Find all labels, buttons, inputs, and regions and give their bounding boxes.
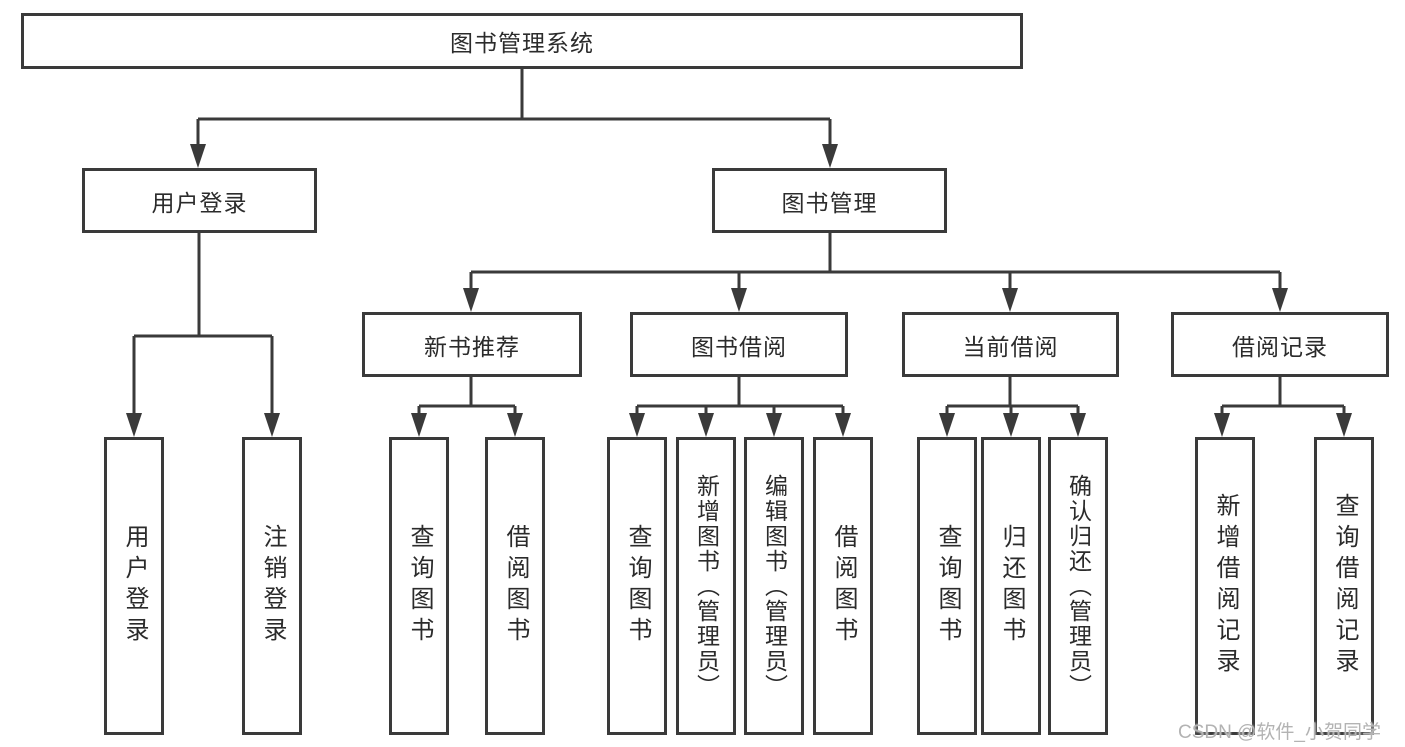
leaf-return-books-label: 归还图书 — [998, 524, 1025, 648]
node-book-borrow: 图书借阅 — [630, 312, 848, 377]
root-node-label: 图书管理系统 — [450, 30, 594, 56]
node-current-borrow: 当前借阅 — [902, 312, 1119, 377]
leaf-user-login: 用户登录 — [104, 437, 164, 735]
leaf-add-books-admin-label: 新增图书（管理员） — [693, 473, 720, 699]
leaf-borrow-books: 借阅图书 — [813, 437, 873, 735]
leaf-confirm-return-admin-label: 确认归还（管理员） — [1065, 473, 1092, 699]
leaf-query-books-recommend-label: 查询图书 — [406, 524, 433, 648]
node-new-book-recommend-label: 新书推荐 — [424, 333, 520, 360]
leaf-add-books-admin: 新增图书（管理员） — [676, 437, 736, 735]
leaf-query-books-borrow: 查询图书 — [607, 437, 667, 735]
leaf-confirm-return-admin: 确认归还（管理员） — [1048, 437, 1108, 735]
node-user-login: 用户登录 — [82, 168, 317, 233]
leaf-query-books-current: 查询图书 — [917, 437, 977, 735]
leaf-logout: 注销登录 — [242, 437, 302, 735]
node-book-management: 图书管理 — [712, 168, 947, 233]
root-node: 图书管理系统 — [21, 13, 1023, 69]
leaf-borrow-books-recommend: 借阅图书 — [485, 437, 545, 735]
leaf-query-books-recommend: 查询图书 — [389, 437, 449, 735]
leaf-borrow-books-label: 借阅图书 — [830, 524, 857, 648]
node-book-borrow-label: 图书借阅 — [691, 333, 787, 360]
node-borrow-records: 借阅记录 — [1171, 312, 1389, 377]
leaf-return-books: 归还图书 — [981, 437, 1041, 735]
node-book-management-label: 图书管理 — [781, 189, 878, 216]
node-user-login-label: 用户登录 — [151, 189, 248, 216]
csdn-watermark: CSDN @软件_小贺同学 — [1178, 722, 1381, 743]
leaf-edit-books-admin-label: 编辑图书（管理员） — [761, 473, 788, 699]
node-current-borrow-label: 当前借阅 — [962, 333, 1059, 360]
node-borrow-records-label: 借阅记录 — [1232, 333, 1328, 360]
leaf-query-borrow-record: 查询借阅记录 — [1314, 437, 1374, 735]
leaf-query-books-borrow-label: 查询图书 — [624, 524, 651, 648]
leaf-add-borrow-record-label: 新增借阅记录 — [1212, 493, 1239, 679]
leaf-add-borrow-record: 新增借阅记录 — [1195, 437, 1255, 735]
leaf-logout-label: 注销登录 — [259, 524, 286, 648]
leaf-query-books-current-label: 查询图书 — [934, 524, 961, 648]
leaf-query-borrow-record-label: 查询借阅记录 — [1331, 493, 1358, 679]
leaf-edit-books-admin: 编辑图书（管理员） — [744, 437, 804, 735]
node-new-book-recommend: 新书推荐 — [362, 312, 582, 377]
leaf-user-login-label: 用户登录 — [121, 524, 148, 648]
leaf-borrow-books-recommend-label: 借阅图书 — [502, 524, 529, 648]
